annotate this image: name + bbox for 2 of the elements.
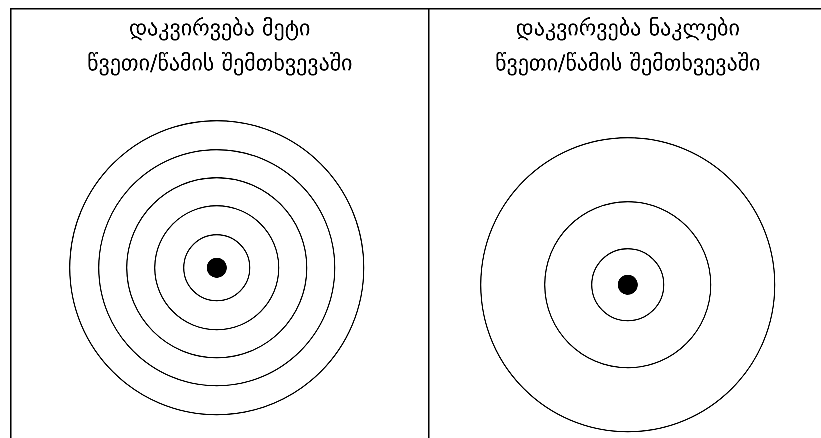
cell-heading: დაკვირვება მეტი წვეთი/წამის შემთხვევაში (88, 17, 352, 76)
cell-heading: დაკვირვება ნაკლები წვეთი/წამის შემთხვევაში (496, 17, 760, 76)
